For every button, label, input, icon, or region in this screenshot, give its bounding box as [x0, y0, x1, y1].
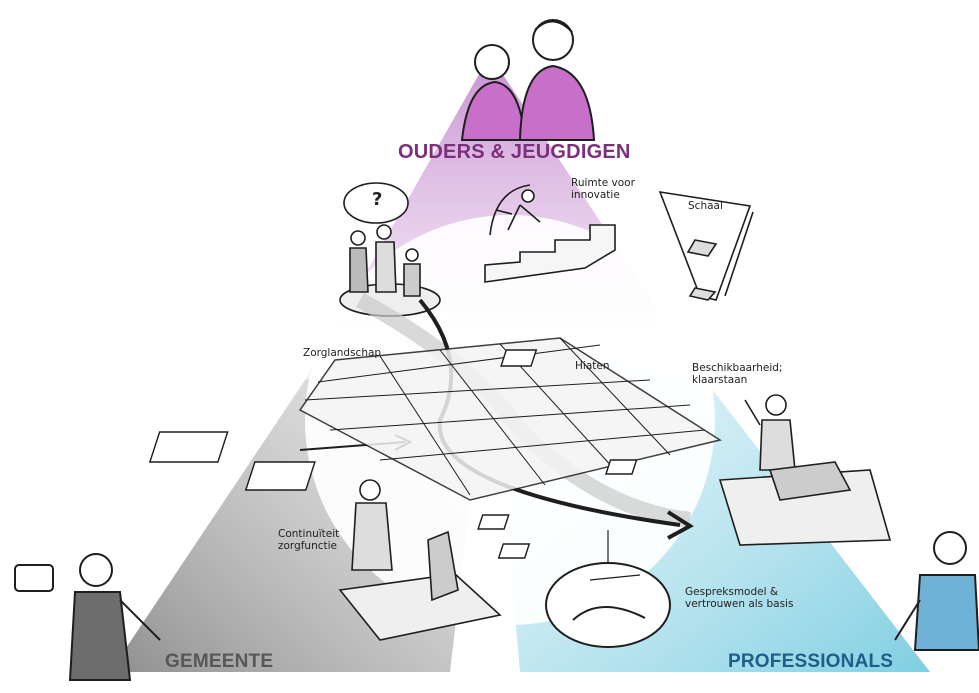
- continuity-line-2: zorgfunctie: [278, 540, 338, 553]
- availability-line-2: klaarstaan: [692, 374, 748, 387]
- innovation-line-2: innovatie: [571, 189, 620, 202]
- conversation-line-2: vertrouwen als basis: [685, 598, 794, 611]
- landscape-annotation: Zorglandschap: [303, 347, 382, 359]
- handshake-bubble: [545, 530, 671, 648]
- scale-annotation: Schaal: [688, 200, 723, 212]
- conversation-annotation: Gespreksmodel & vertrouwen als basis: [685, 586, 793, 610]
- conversation-line-1: Gespreksmodel &: [685, 586, 779, 598]
- continuity-annotation: Continuïteit zorgfunctie: [278, 528, 339, 552]
- caregiver-with-bed: [718, 394, 892, 546]
- question-mark: ?: [372, 189, 383, 210]
- municipality-person: [14, 553, 161, 681]
- gaps-annotation: Hiaten: [575, 360, 610, 372]
- continuity-figure: [338, 479, 502, 641]
- parents-youth-figures: [460, 19, 596, 141]
- municipality-label: GEMEENTE: [165, 651, 274, 672]
- professional-person: [894, 531, 979, 651]
- availability-line-1: Beschikbaarheid;: [692, 362, 783, 374]
- professionals-label: PROFESSIONALS: [728, 651, 894, 672]
- continuity-line-1: Continuïteit: [278, 528, 340, 540]
- innovation-annotation: Ruimte voor innovatie: [571, 177, 635, 201]
- availability-annotation: Beschikbaarheid; klaarstaan: [692, 362, 782, 386]
- scale-funnel: [658, 190, 754, 301]
- innovation-line-1: Ruimte voor: [571, 177, 635, 189]
- care-landscape-grid: [148, 337, 722, 559]
- parents-youth-label: OUDERS & JEUGDIGEN: [398, 141, 631, 163]
- innovation-stairs: [484, 184, 616, 283]
